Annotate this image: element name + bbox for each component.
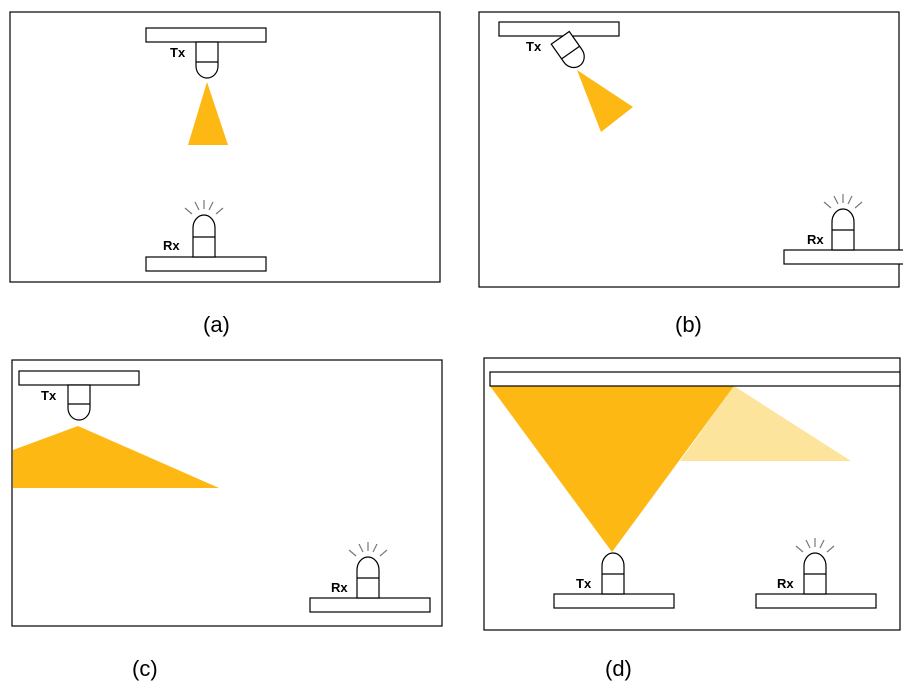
panel-c-receiver: Rx bbox=[331, 542, 388, 599]
panel-b: Tx Rx bbox=[478, 11, 903, 288]
panel-a-tx-label: Tx bbox=[170, 45, 186, 60]
panel-d-tx-floor-bar bbox=[553, 593, 675, 609]
panel-b-tx-label: Tx bbox=[526, 39, 542, 54]
panel-a-receiver: Rx bbox=[163, 200, 224, 258]
panel-a: Tx Rx bbox=[9, 11, 441, 283]
panel-d-ceiling-bar bbox=[489, 371, 901, 387]
panel-d-transmitter: Tx bbox=[576, 552, 625, 595]
panel-a-light-beam bbox=[188, 82, 228, 145]
panel-a-rx-label: Rx bbox=[163, 238, 180, 253]
panel-b-caption: (b) bbox=[675, 312, 702, 337]
panel-b-tx-icon bbox=[550, 30, 585, 69]
panel-d-light-rays-icon bbox=[795, 538, 835, 553]
panel-c-light-beam bbox=[13, 426, 219, 488]
panel-b-ceiling-bar bbox=[498, 21, 620, 37]
panel-c-rx-label: Rx bbox=[331, 580, 348, 595]
panel-b-transmitter: Tx bbox=[526, 30, 585, 69]
panel-c-caption: (c) bbox=[132, 656, 158, 681]
panel-b-frame bbox=[478, 11, 900, 288]
panel-a-transmitter: Tx bbox=[170, 41, 219, 79]
panel-d-rx-label: Rx bbox=[777, 576, 794, 591]
panel-a-rx-icon bbox=[192, 214, 216, 258]
panel-d-light-beam bbox=[490, 386, 734, 552]
panel-b-rx-label: Rx bbox=[807, 232, 824, 247]
panel-a-caption: (a) bbox=[203, 312, 230, 337]
panel-c: Tx Rx bbox=[11, 359, 443, 627]
panel-d-receiver: Rx bbox=[777, 538, 835, 595]
panel-a-ceiling-bar bbox=[145, 27, 267, 43]
panel-a-light-rays-icon bbox=[184, 200, 224, 215]
panel-c-transmitter: Tx bbox=[41, 384, 91, 421]
panel-d-reflected-beam bbox=[680, 386, 851, 461]
panel-c-light-rays-icon bbox=[348, 542, 388, 557]
panel-b-receiver: Rx bbox=[807, 194, 863, 251]
panel-b-floor-bar bbox=[783, 249, 903, 265]
panel-c-floor-bar bbox=[309, 597, 431, 613]
panel-c-ceiling-bar bbox=[18, 370, 140, 386]
panel-d: Tx Rx bbox=[483, 357, 901, 631]
panel-d-rx-floor-bar bbox=[755, 593, 877, 609]
panel-b-light-beam bbox=[577, 70, 633, 132]
panel-a-tx-icon bbox=[195, 41, 219, 79]
panel-d-caption: (d) bbox=[605, 656, 632, 681]
panel-c-tx-label: Tx bbox=[41, 388, 57, 403]
panel-a-frame bbox=[9, 11, 441, 283]
panel-d-tx-label: Tx bbox=[576, 576, 592, 591]
panel-c-tx-icon bbox=[67, 384, 91, 421]
panel-a-floor-bar bbox=[145, 256, 267, 272]
panel-b-light-rays-icon bbox=[823, 194, 863, 209]
